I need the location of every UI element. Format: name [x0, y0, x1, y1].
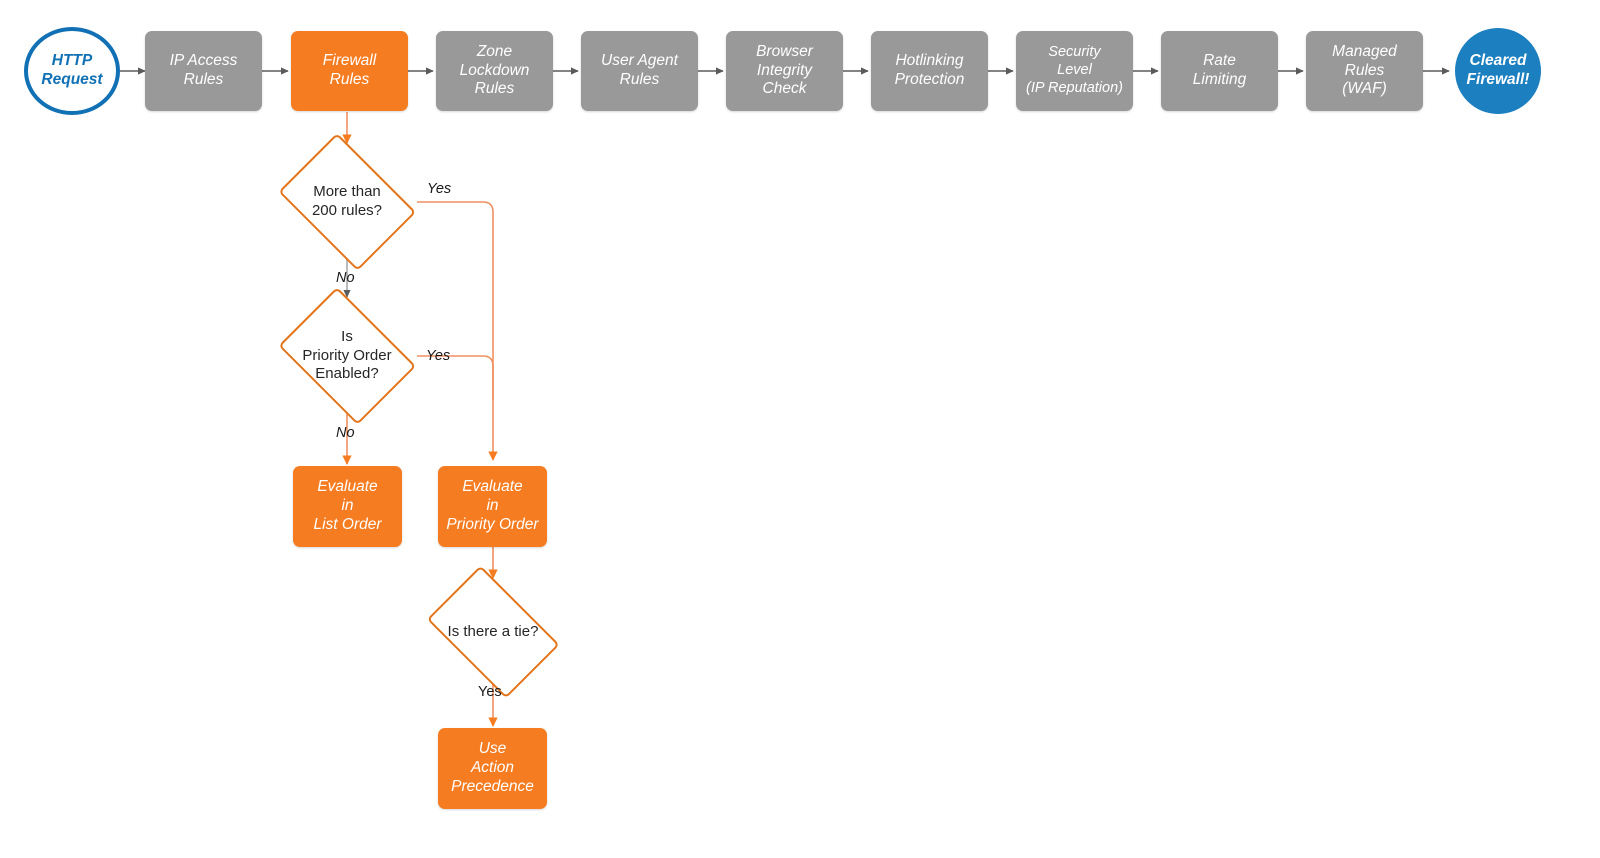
node-firewall-rules[interactable]: Firewall Rules: [291, 31, 408, 111]
edge-label-priority-no: No: [336, 425, 355, 441]
node-firewall-rules-label: Firewall Rules: [322, 52, 377, 88]
node-decision-priority-order[interactable]: Is Priority Order Enabled?: [268, 287, 426, 425]
node-browser-integrity-check[interactable]: Browser Integrity Check: [726, 31, 843, 111]
node-ip-access-rules-label: IP Access Rules: [169, 52, 238, 88]
node-evaluate-list-order-label: Evaluate in List Order: [313, 478, 382, 533]
node-hotlinking-protection-label: Hotlinking Protection: [894, 52, 965, 88]
edge-label-rule-count-no: No: [336, 270, 355, 286]
node-hotlinking-protection[interactable]: Hotlinking Protection: [871, 31, 988, 111]
node-use-action-precedence[interactable]: Use Action Precedence: [438, 728, 547, 809]
node-security-level[interactable]: Security Level (IP Reputation): [1016, 31, 1133, 111]
node-user-agent-rules-label: User Agent Rules: [601, 52, 678, 88]
node-user-agent-rules[interactable]: User Agent Rules: [581, 31, 698, 111]
node-security-level-label: Security Level (IP Reputation): [1026, 44, 1123, 96]
node-zone-lockdown-rules[interactable]: Zone Lockdown Rules: [436, 31, 553, 111]
node-rate-limiting[interactable]: Rate Limiting: [1161, 31, 1278, 111]
node-evaluate-priority-order[interactable]: Evaluate in Priority Order: [438, 466, 547, 547]
node-cleared-firewall-label: Cleared Firewall!: [1466, 52, 1530, 88]
node-decision-tie[interactable]: Is there a tie?: [414, 565, 572, 699]
edge-label-priority-yes: Yes: [426, 348, 451, 364]
node-decision-rule-count-label: More than 200 rules?: [311, 183, 383, 219]
node-decision-rule-count[interactable]: More than 200 rules?: [268, 133, 426, 271]
edge-rule-count-yes: [417, 201, 498, 461]
node-decision-priority-order-label: Is Priority Order Enabled?: [302, 327, 392, 383]
edge-label-rule-count-yes: Yes: [427, 181, 452, 197]
node-rate-limiting-label: Rate Limiting: [1192, 52, 1247, 88]
node-browser-integrity-check-label: Browser Integrity Check: [756, 42, 813, 98]
edge-label-tie-yes: Yes: [478, 684, 502, 700]
node-cleared-firewall[interactable]: Cleared Firewall!: [1455, 28, 1541, 114]
node-managed-rules-waf[interactable]: Managed Rules (WAF): [1306, 31, 1423, 111]
node-evaluate-priority-order-label: Evaluate in Priority Order: [446, 478, 539, 533]
node-use-action-precedence-label: Use Action Precedence: [451, 740, 534, 795]
node-http-request-label: HTTP Request: [41, 52, 103, 88]
node-decision-tie-label: Is there a tie?: [447, 622, 539, 640]
node-managed-rules-waf-label: Managed Rules (WAF): [1332, 42, 1397, 98]
node-evaluate-list-order[interactable]: Evaluate in List Order: [293, 466, 402, 547]
node-ip-access-rules[interactable]: IP Access Rules: [145, 31, 262, 111]
node-zone-lockdown-rules-label: Zone Lockdown Rules: [459, 42, 530, 98]
node-http-request[interactable]: HTTP Request: [24, 27, 120, 115]
